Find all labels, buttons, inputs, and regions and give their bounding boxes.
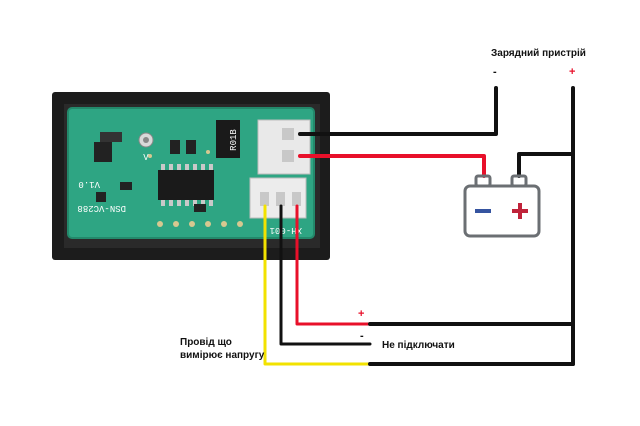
wire-red-top — [298, 154, 486, 178]
pcb-pads — [148, 150, 243, 227]
pcb-label-sign: V — [143, 153, 149, 163]
wires — [263, 86, 575, 366]
power-connector-pin-2 — [282, 150, 294, 162]
small-smd-5 — [194, 204, 206, 212]
small-smd-2 — [120, 182, 132, 190]
voltmeter-module: R01B V1.0 DSN-VC288 XH-001 V — [52, 92, 330, 260]
wire-yellow-measure — [263, 204, 372, 366]
battery-body — [463, 184, 541, 238]
trimmer-pot-center — [143, 137, 149, 143]
wire-black-measure — [279, 204, 372, 346]
small-smd-4 — [186, 140, 196, 154]
ic-chip — [158, 170, 214, 200]
pcb-label-connector: XH-001 — [270, 225, 302, 235]
measure-connector-pin-2 — [276, 192, 285, 206]
small-smd-1 — [96, 192, 106, 202]
wire-battery-plus — [517, 152, 575, 178]
shunt-resistor — [216, 120, 240, 158]
small-smd-3 — [170, 140, 180, 154]
measure-connector-pin-1 — [260, 192, 269, 206]
measure-wire-label: Провід що вимірює напругу — [180, 337, 265, 361]
measure-connector-pin-3 — [292, 192, 301, 206]
battery-plus-symbol-v — [518, 203, 522, 219]
capacitor-component — [94, 142, 112, 162]
battery-minus-symbol — [475, 209, 491, 213]
wire-red-measure — [295, 204, 372, 326]
power-connector-pin-1 — [282, 128, 294, 140]
charger-plus-sign: + — [569, 66, 576, 78]
charger-minus-sign: - — [493, 66, 497, 78]
red-wire-plus-sign: + — [358, 308, 365, 320]
pcb-label-version: V1.0 — [78, 179, 100, 189]
black-wire-minus-sign: - — [360, 330, 364, 342]
pcb-board-shade — [67, 107, 315, 239]
transistor-component — [100, 132, 122, 142]
ic-pins — [161, 164, 213, 206]
pcb-label-model: DSN-VC288 — [77, 203, 126, 213]
battery-icon — [463, 174, 541, 238]
pcb-label-resistor: R01B — [229, 129, 239, 151]
charger-label: Зарядний пристрій — [491, 48, 586, 59]
do-not-connect-label: Не підключати — [382, 340, 455, 351]
wire-charger-negative — [298, 86, 498, 136]
